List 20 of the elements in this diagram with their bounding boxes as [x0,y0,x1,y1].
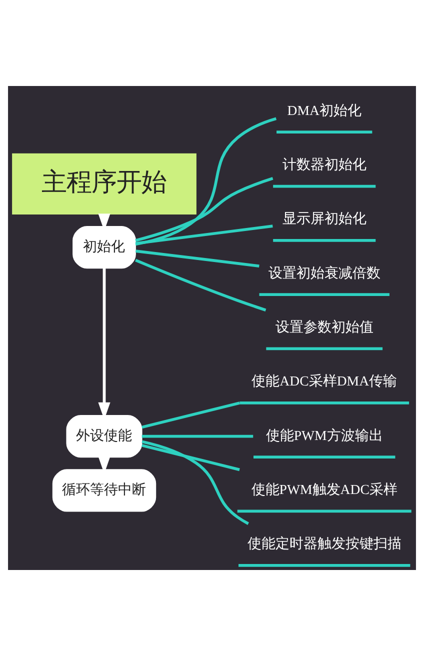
connector [135,177,274,242]
connector [136,224,273,245]
connector [142,402,240,429]
connector [142,444,240,472]
node-text: DMA初始化 [287,102,362,118]
node-text: 显示屏初始化 [282,211,366,226]
connector [135,117,277,246]
node-text: 设置参数初始值 [275,320,374,335]
node-text: 计数器初始化 [282,157,366,172]
node-text: 使能PWM触发ADC采样 [251,482,398,498]
connector [142,434,254,438]
node-text: 设置初始衰减倍数 [268,265,380,280]
connector [136,250,260,268]
node-box: 循环等待中断 [52,469,156,512]
connector [135,258,266,312]
node-text: 使能ADC采样DMA传输 [252,374,398,389]
node-text: 使能PWM方波输出 [266,428,383,443]
connector [142,440,249,525]
node-box: 初始化 [72,226,136,269]
node-text: 使能定时器触发按键扫描 [247,536,402,552]
